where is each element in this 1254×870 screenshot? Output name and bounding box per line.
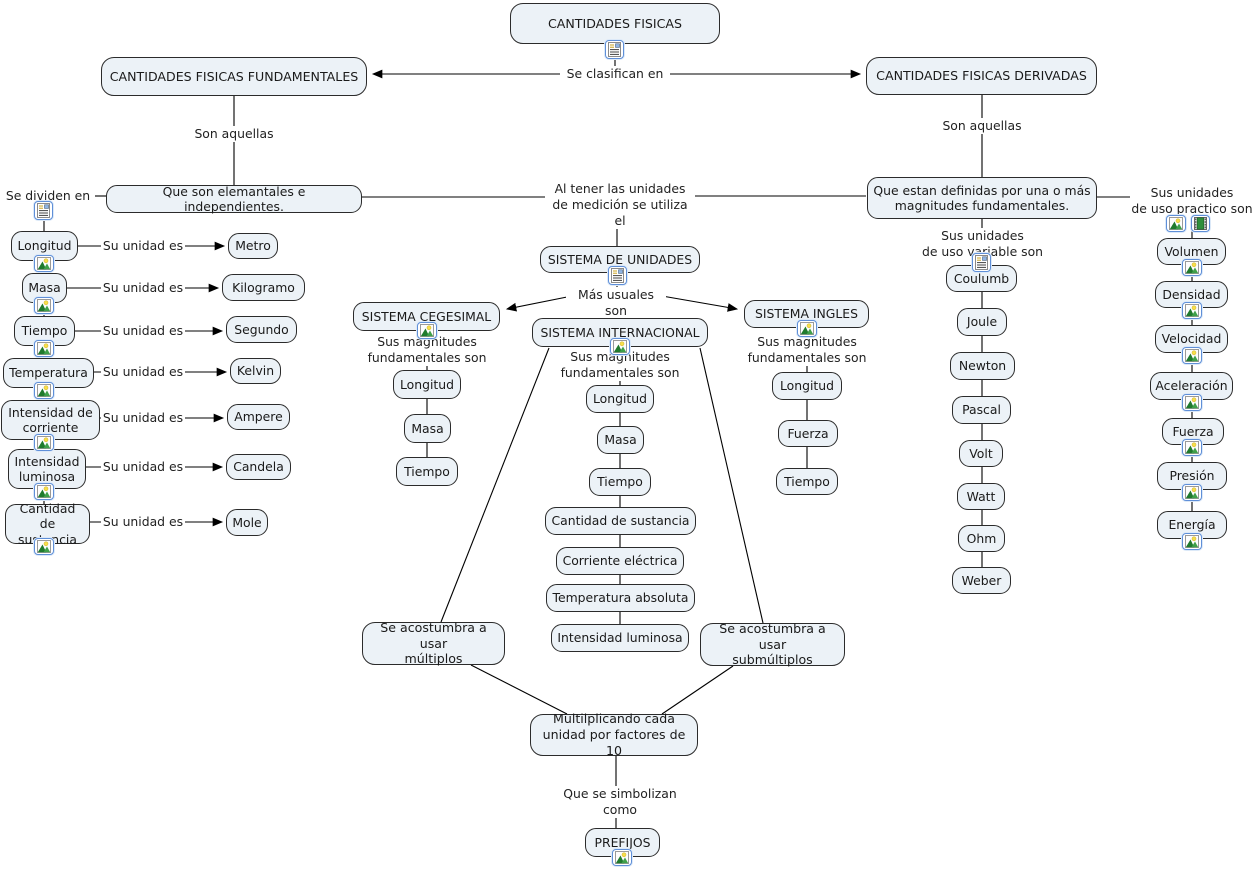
link-sus-magnitudes-ingles[interactable]: Sus magnitudes fundamentales son bbox=[737, 334, 877, 367]
node-definicion-derivadas[interactable]: Que estan definidas por una o más magnit… bbox=[867, 177, 1097, 219]
link-uso-practico[interactable]: Sus unidades de uso practico son bbox=[1130, 185, 1254, 218]
link-mas-usuales-son[interactable]: Más usuales son bbox=[566, 287, 666, 320]
link-son-aquellas-derivadas[interactable]: Son aquellas bbox=[937, 118, 1027, 135]
node-volt[interactable]: Volt bbox=[959, 440, 1003, 467]
node-ing-longitud[interactable]: Longitud bbox=[772, 372, 842, 400]
link-que-se-simbolizan-como[interactable]: Que se simbolizan como bbox=[545, 786, 695, 819]
node-ing-tiempo[interactable]: Tiempo bbox=[776, 468, 838, 495]
link-su-unidad-es[interactable]: Su unidad es bbox=[101, 280, 185, 297]
link-sus-magnitudes-cegesimal[interactable]: Sus magnitudes fundamentales son bbox=[357, 334, 497, 367]
node-ceg-tiempo[interactable]: Tiempo bbox=[396, 457, 458, 486]
node-si-tiempo[interactable]: Tiempo bbox=[589, 468, 651, 496]
node-unit-segundo[interactable]: Segundo bbox=[226, 316, 297, 343]
node-factores-de-10[interactable]: Multilplicando cada unidad por factores … bbox=[530, 711, 698, 758]
picture-icon[interactable] bbox=[34, 340, 54, 357]
node-unit-candela[interactable]: Candela bbox=[226, 454, 291, 480]
node-si-masa[interactable]: Masa bbox=[597, 426, 644, 454]
node-sistema-internacional[interactable]: SISTEMA INTERNACIONAL bbox=[532, 318, 708, 347]
node-si-longitud[interactable]: Longitud bbox=[586, 385, 654, 413]
document-icon[interactable] bbox=[972, 253, 991, 272]
node-intensidad-luminosa[interactable]: Intensidad luminosa bbox=[8, 449, 86, 489]
picture-icon[interactable] bbox=[1182, 484, 1202, 501]
node-pascal[interactable]: Pascal bbox=[952, 396, 1011, 424]
node-prefijos[interactable]: PREFIJOS bbox=[585, 828, 660, 857]
picture-icon[interactable] bbox=[797, 320, 817, 337]
picture-icon[interactable] bbox=[1182, 259, 1202, 276]
node-si-temperatura-absoluta[interactable]: Temperatura absoluta bbox=[546, 584, 695, 612]
document-icon[interactable] bbox=[34, 201, 53, 220]
picture-icon[interactable] bbox=[612, 849, 632, 866]
node-cantidades-fisicas[interactable]: CANTIDADES FISICAS bbox=[510, 3, 720, 44]
picture-icon[interactable] bbox=[1182, 533, 1202, 550]
node-ing-fuerza[interactable]: Fuerza bbox=[778, 420, 838, 447]
node-ceg-longitud[interactable]: Longitud bbox=[393, 370, 461, 399]
node-submultiplos[interactable]: Se acostumbra a usar submúltiplos bbox=[700, 621, 845, 667]
node-energia[interactable]: Energía bbox=[1157, 511, 1227, 539]
node-joule[interactable]: Joule bbox=[957, 308, 1007, 336]
picture-icon[interactable] bbox=[1182, 302, 1202, 319]
picture-icon[interactable] bbox=[417, 322, 437, 339]
node-ceg-masa[interactable]: Masa bbox=[404, 414, 451, 443]
node-newton[interactable]: Newton bbox=[950, 352, 1015, 380]
picture-icon[interactable] bbox=[1182, 347, 1202, 364]
document-icon[interactable] bbox=[605, 40, 624, 59]
node-cantidades-fisicas-fundamentales[interactable]: CANTIDADES FISICAS FUNDAMENTALES bbox=[101, 57, 367, 96]
node-si-corriente-electrica[interactable]: Corriente eléctrica bbox=[556, 547, 684, 575]
node-watt[interactable]: Watt bbox=[957, 483, 1005, 510]
link-se-clasifican-en[interactable]: Se clasifican en bbox=[560, 66, 670, 83]
node-definicion-fundamentales[interactable]: Que son elemantales e independientes. bbox=[106, 184, 362, 214]
picture-icon[interactable] bbox=[34, 483, 54, 500]
link-su-unidad-es[interactable]: Su unidad es bbox=[101, 323, 185, 340]
node-unit-ampere[interactable]: Ampere bbox=[227, 404, 290, 430]
link-su-unidad-es[interactable]: Su unidad es bbox=[101, 514, 185, 531]
node-weber[interactable]: Weber bbox=[952, 567, 1011, 594]
node-unit-kelvin[interactable]: Kelvin bbox=[230, 358, 281, 384]
picture-icon[interactable] bbox=[1182, 439, 1202, 456]
node-ohm[interactable]: Ohm bbox=[958, 525, 1005, 552]
link-su-unidad-es[interactable]: Su unidad es bbox=[101, 364, 185, 381]
node-unit-metro[interactable]: Metro bbox=[228, 233, 278, 259]
node-cantidades-fisicas-derivadas[interactable]: CANTIDADES FISICAS DERIVADAS bbox=[866, 57, 1097, 95]
link-su-unidad-es[interactable]: Su unidad es bbox=[101, 459, 185, 476]
node-multiplos[interactable]: Se acostumbra a usar múltiplos bbox=[362, 620, 505, 666]
picture-icon[interactable] bbox=[34, 434, 54, 451]
link-su-unidad-es[interactable]: Su unidad es bbox=[101, 238, 185, 255]
picture-icon[interactable] bbox=[610, 338, 630, 355]
picture-icon[interactable] bbox=[34, 382, 54, 399]
link-al-tener-las-unidades[interactable]: Al tener las unidades de medición se uti… bbox=[545, 181, 695, 230]
picture-icon[interactable] bbox=[1166, 215, 1186, 232]
node-si-intensidad-luminosa[interactable]: Intensidad luminosa bbox=[551, 624, 689, 652]
film-icon[interactable] bbox=[1191, 215, 1210, 232]
picture-icon[interactable] bbox=[34, 538, 54, 555]
link-son-aquellas-fundamentales[interactable]: Son aquellas bbox=[189, 126, 279, 143]
node-unit-mole[interactable]: Mole bbox=[226, 509, 268, 536]
node-intensidad-de-corriente[interactable]: Intensidad de corriente bbox=[1, 400, 100, 440]
link-se-dividen-en[interactable]: Se dividen en bbox=[2, 188, 94, 205]
picture-icon[interactable] bbox=[34, 297, 54, 314]
node-si-cantidad-de-sustancia[interactable]: Cantidad de sustancia bbox=[545, 507, 696, 535]
link-su-unidad-es[interactable]: Su unidad es bbox=[101, 410, 185, 427]
picture-icon[interactable] bbox=[34, 255, 54, 272]
document-icon[interactable] bbox=[608, 266, 627, 285]
node-unit-kilogramo[interactable]: Kilogramo bbox=[222, 274, 305, 301]
picture-icon[interactable] bbox=[1182, 394, 1202, 411]
